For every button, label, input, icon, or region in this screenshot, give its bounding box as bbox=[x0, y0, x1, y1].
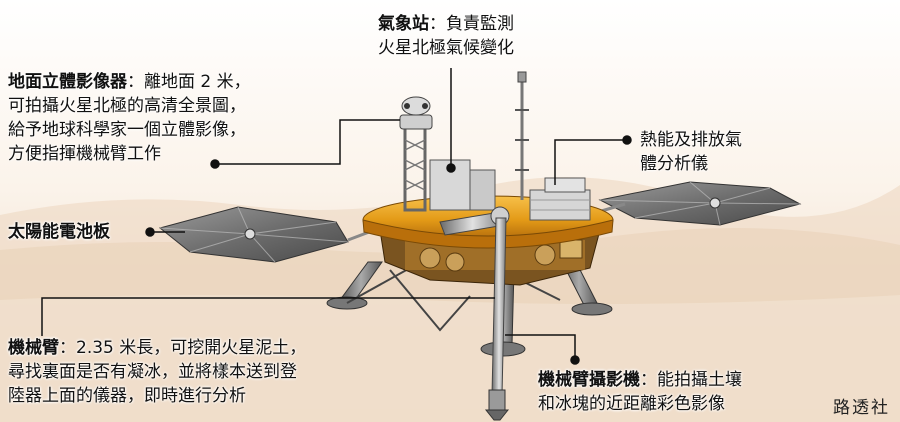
callout-weather-station: 氣象站：負責監測 火星北極氣候變化 bbox=[378, 12, 514, 60]
robotic-arm-line1: 2.35 米長，可挖開火星泥土， bbox=[76, 338, 307, 358]
thermal-analyzer-line1: 熱能及排放氣 bbox=[640, 130, 742, 150]
callout-leader-lines bbox=[41, 68, 632, 365]
stereo-imager-line1: 離地面 2 米， bbox=[144, 72, 251, 92]
robotic-arm-title: 機械臂 bbox=[8, 338, 59, 358]
stereo-imager-title: 地面立體影像器 bbox=[8, 72, 127, 92]
weather-station-line1: 負責監測 bbox=[446, 14, 514, 34]
thermal-analyzer-line2: 體分析儀 bbox=[640, 154, 708, 174]
arm-camera-title: 機械臂攝影機 bbox=[538, 370, 640, 390]
callout-robotic-arm: 機械臂：2.35 米長，可挖開火星泥土， 尋找裏面是否有凝冰，並將樣本送到登 陸… bbox=[8, 336, 306, 408]
stereo-imager-line4: 方便指揮機械臂工作 bbox=[8, 144, 161, 164]
callout-thermal-analyzer: 熱能及排放氣 體分析儀 bbox=[640, 128, 742, 176]
arm-camera-sep: ： bbox=[640, 370, 657, 390]
weather-station-mast bbox=[515, 71, 529, 200]
robotic-arm-sep: ： bbox=[59, 338, 76, 358]
arm-camera-line2: 和冰塊的近距離彩色影像 bbox=[538, 394, 725, 414]
stereo-imager-sep: ： bbox=[127, 72, 144, 92]
robotic-arm-line3: 陸器上面的儀器，即時進行分析 bbox=[8, 386, 246, 406]
stereo-camera-mast bbox=[399, 96, 496, 212]
stereo-imager-line3: 給予地球科學家一個立體影像， bbox=[8, 120, 246, 140]
callout-solar-panel: 太陽能電池板 bbox=[8, 220, 110, 244]
solar-panel-left bbox=[158, 206, 386, 263]
callout-stereo-imager: 地面立體影像器：離地面 2 米， 可拍攝火星北極的高清全景圖， 給予地球科學家一… bbox=[8, 70, 251, 166]
weather-station-line2: 火星北極氣候變化 bbox=[378, 38, 514, 58]
weather-station-title: 氣象站 bbox=[378, 14, 429, 34]
robotic-arm bbox=[439, 206, 510, 421]
callout-arm-camera: 機械臂攝影機：能拍攝土壤 和冰塊的近距離彩色影像 bbox=[538, 368, 742, 416]
weather-station-sep: ： bbox=[429, 14, 446, 34]
source-credit: 路透社 bbox=[833, 398, 890, 418]
robotic-arm-line2: 尋找裏面是否有凝冰，並將樣本送到登 bbox=[8, 362, 297, 382]
arm-camera-line1: 能拍攝土壤 bbox=[657, 370, 742, 390]
stereo-imager-line2: 可拍攝火星北極的高清全景圖， bbox=[8, 96, 246, 116]
solar-panel-title: 太陽能電池板 bbox=[8, 222, 110, 242]
